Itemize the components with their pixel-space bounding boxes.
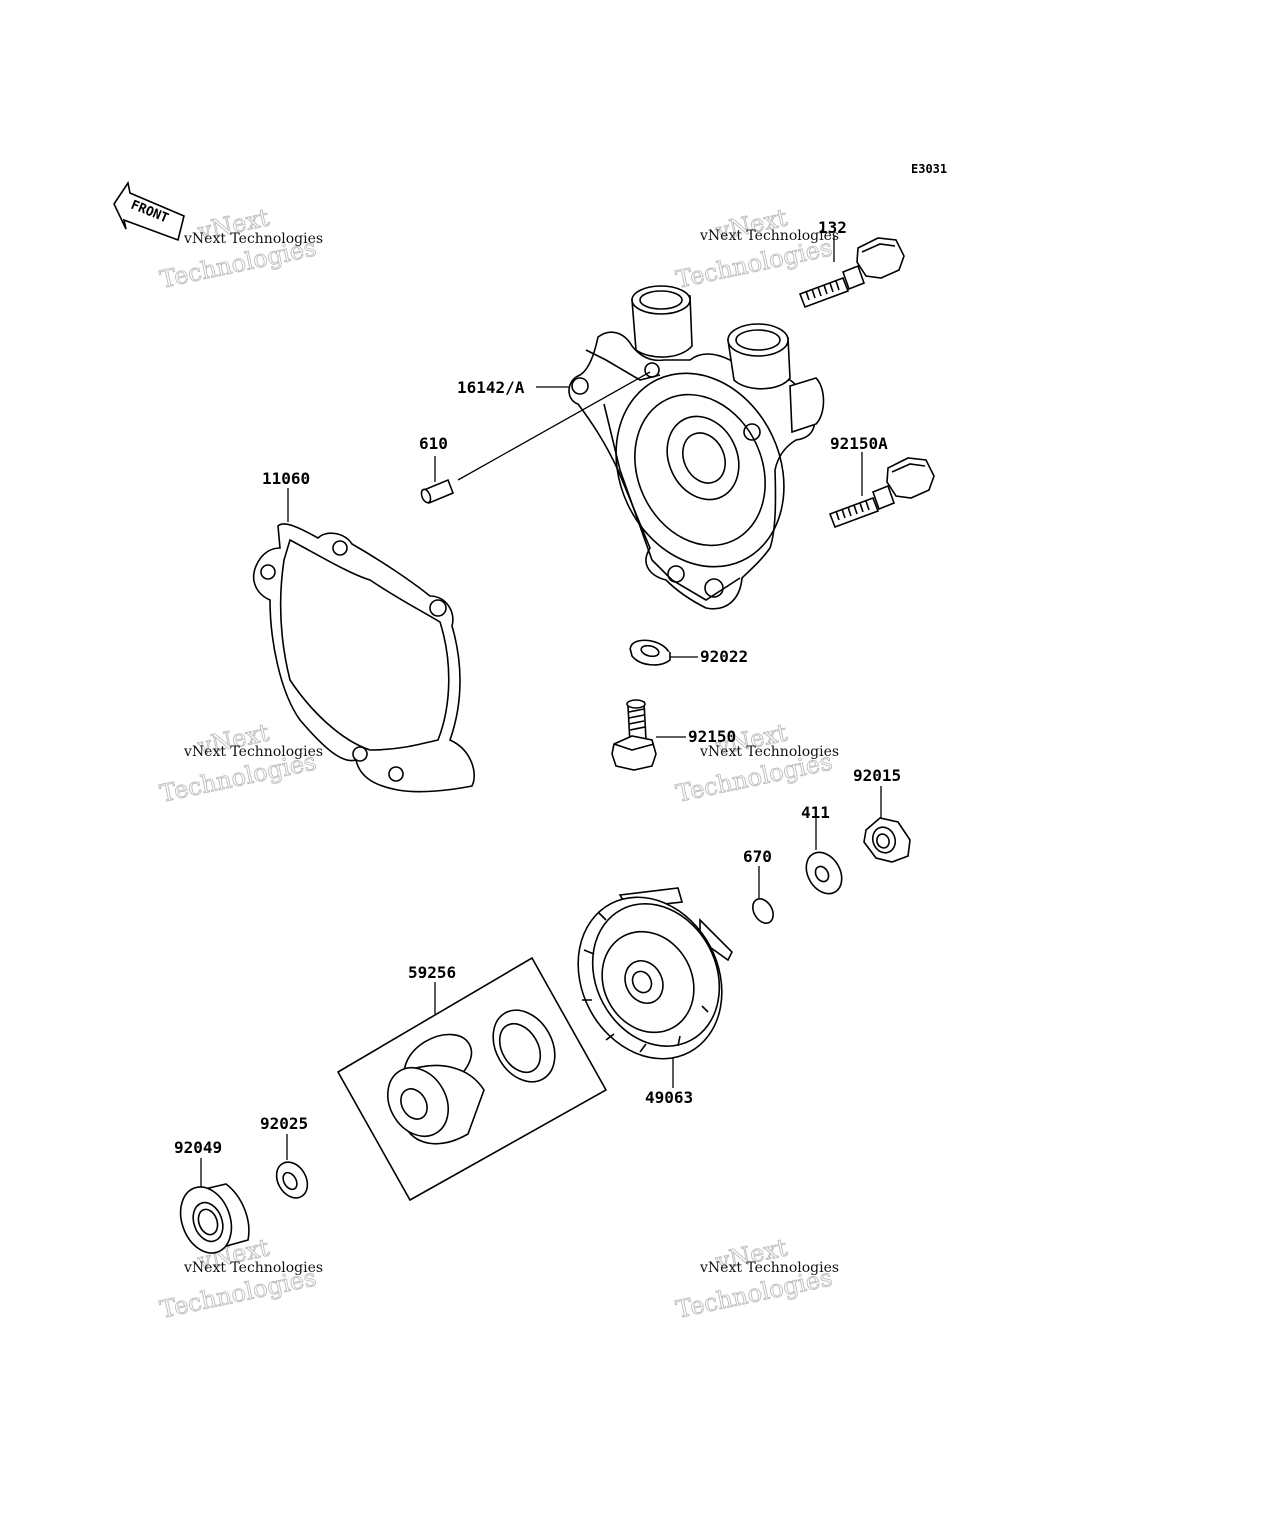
label-610: 610: [419, 434, 448, 453]
label-92025: 92025: [260, 1114, 308, 1133]
label-16142a: 16142/A: [457, 378, 525, 397]
watermark-top-right: vNext vNext Technologies Technologies: [673, 203, 839, 294]
part-59256-impeller[interactable]: 49063: [551, 872, 750, 1107]
part-49063-seal-kit[interactable]: 59256: [336, 956, 608, 1202]
part-610-dowel-pin[interactable]: 610: [419, 371, 651, 505]
part-132-bolt[interactable]: 132: [798, 218, 905, 309]
part-670-o-ring[interactable]: 670: [743, 847, 777, 927]
part-16142-pump-cover[interactable]: 16142/A: [457, 285, 825, 610]
part-92025-washer[interactable]: 92025: [260, 1114, 314, 1203]
part-92150-bolt[interactable]: 92150: [611, 699, 736, 771]
part-92049-bearing[interactable]: 92049: [172, 1138, 250, 1260]
label-59256: 49063: [645, 1088, 693, 1107]
label-670: 670: [743, 847, 772, 866]
part-11060-gasket[interactable]: 11060: [252, 469, 475, 793]
front-arrow-icon: FRONT: [113, 180, 185, 242]
part-411-washer[interactable]: 411: [799, 803, 849, 900]
watermark-bottom-left: vNext vNext Technologies Technologies: [157, 1233, 323, 1324]
watermark-middle-text: vNext Technologies: [699, 1260, 839, 1276]
label-11060: 11060: [262, 469, 310, 488]
label-92022: 92022: [700, 647, 748, 666]
watermark-middle-text: vNext Technologies: [699, 744, 839, 760]
label-49063: 59256: [408, 963, 456, 982]
watermark-middle-text: vNext Technologies: [183, 231, 323, 247]
watermark-middle-text: vNext Technologies: [183, 744, 323, 760]
watermark-bottom-right: vNext vNext Technologies Technologies: [673, 1233, 839, 1324]
label-132: 132: [818, 218, 847, 237]
watermark-middle-text: vNext Technologies: [183, 1260, 323, 1276]
label-92049: 92049: [174, 1138, 222, 1157]
diagram-code: E3031: [911, 162, 947, 176]
label-92015: 92015: [853, 766, 901, 785]
watermark-mid-left: vNext vNext Technologies Technologies: [157, 718, 323, 808]
watermark-top-left: vNext vNext Technologies Technologies: [157, 203, 323, 294]
label-92150: 92150: [688, 727, 736, 746]
part-92022-washer[interactable]: 92022: [628, 636, 748, 667]
part-92015-nut[interactable]: 92015: [853, 766, 911, 863]
label-92150a: 92150A: [830, 434, 888, 453]
watermark-middle-text: vNext Technologies: [699, 228, 839, 244]
part-92150a-bolt[interactable]: 92150A: [828, 434, 935, 529]
label-411: 411: [801, 803, 830, 822]
